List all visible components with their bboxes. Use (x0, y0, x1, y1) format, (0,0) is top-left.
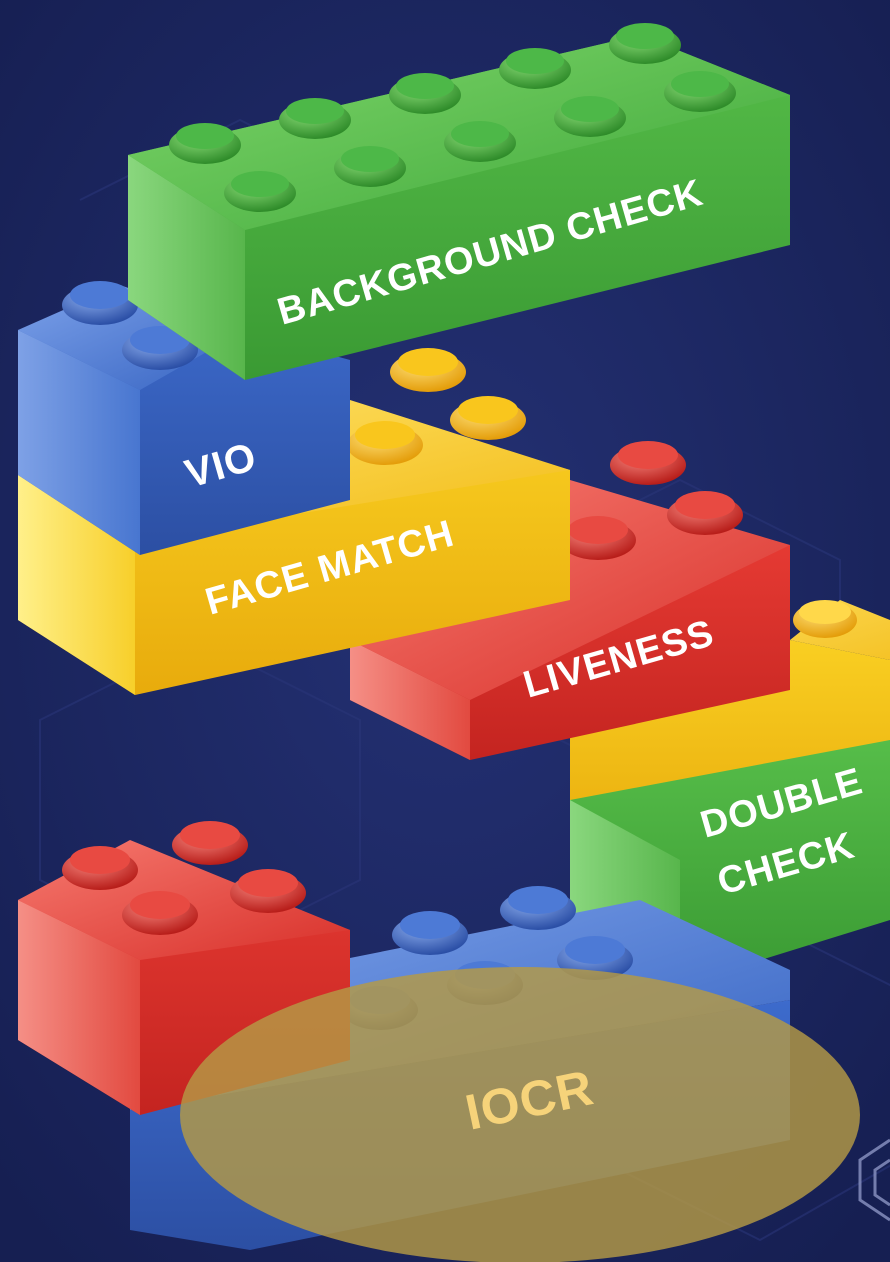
brick-background-check (128, 23, 790, 380)
iocr-highlight (180, 967, 860, 1262)
hexagon-logo-icon (858, 1138, 890, 1222)
